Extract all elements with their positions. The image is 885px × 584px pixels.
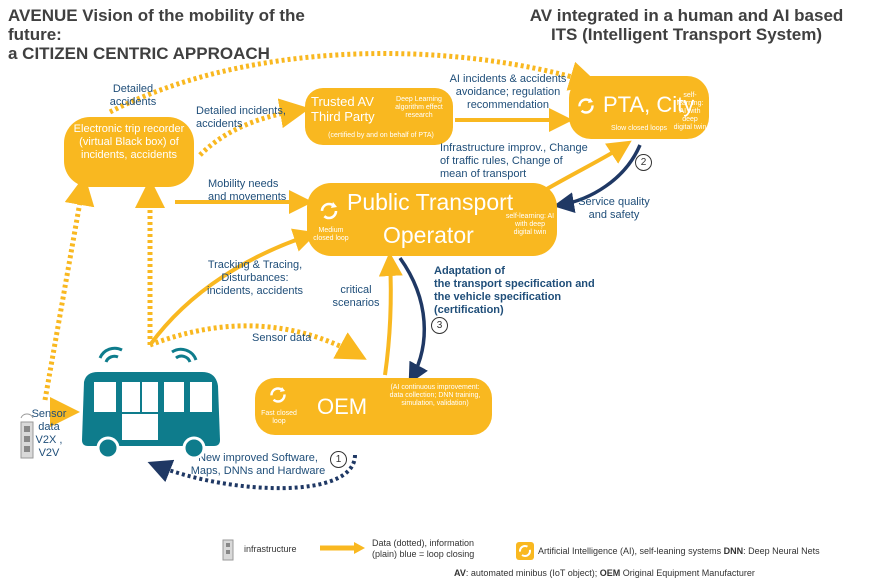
loop-number-3: 3	[431, 317, 448, 334]
legend-ai-text: Artificial Intelligence (AI), self-leani…	[538, 546, 724, 556]
label-new-improved: New improved Software, Maps, DNNs and Ha…	[190, 452, 326, 477]
legend-dnn-def: : Deep Neural Nets	[743, 546, 820, 556]
arrow-bus-to-pto	[148, 228, 318, 347]
arrow-pto-to-oem	[398, 256, 428, 385]
arrow-oem-to-pto	[378, 252, 403, 376]
pto-box: Public Transport Operator Medium closed …	[307, 183, 557, 256]
pta-slow: Slow closed loops	[610, 125, 668, 132]
right-title: AV integrated in a human and AI based IT…	[529, 6, 844, 44]
etr-label: Electronic trip recorder (virtual Black …	[73, 123, 185, 161]
trusted-title: Trusted AV Third Party	[311, 94, 375, 124]
label-service-quality: Service quality and safety	[578, 196, 650, 221]
pta-self: self-learning: AI with deep digital twin	[673, 92, 707, 131]
arrow-pta-to-pto	[553, 144, 642, 214]
arrow-bus-sensor-data	[149, 323, 367, 360]
refresh-icon	[320, 202, 338, 220]
minibus-icon	[82, 346, 220, 460]
refresh-icon	[270, 387, 286, 403]
legend-ai: Artificial Intelligence (AI), self-leani…	[538, 546, 820, 557]
legend-av-def: : automated minibus (IoT object);	[465, 568, 600, 578]
label-critical: critical scenarios	[332, 284, 380, 309]
label-sensor-data: Sensor data	[252, 332, 312, 344]
arrow-sensor-to-etr	[42, 175, 95, 401]
etr-box: Electronic trip recorder (virtual Black …	[64, 117, 194, 187]
tower-icon	[20, 413, 34, 459]
loop-number-1: 1	[330, 451, 347, 468]
tower-icon	[222, 539, 234, 561]
arrow-etr-to-pta	[108, 51, 600, 115]
arrow-etr-to-trusted	[198, 98, 310, 157]
left-title: AVENUE Vision of the mobility of the fut…	[8, 6, 305, 63]
refresh-icon	[516, 542, 534, 560]
label-detailed-accidents: Detailed accidents	[109, 83, 157, 108]
legend-oem-key: OEM	[599, 568, 621, 578]
trusted-box: Trusted AV Third Party Deep Learning alg…	[305, 88, 453, 145]
pto-title-line2: Operator	[383, 222, 474, 248]
label-infra-improv: Infrastructure improv., Change of traffi…	[440, 142, 588, 180]
arrow-oem-to-bus	[147, 454, 357, 491]
label-tracking: Tracking & Tracing, Disturbances: incide…	[207, 259, 303, 297]
label-detailed-incidents: Detailed incidents, accidents	[196, 105, 286, 130]
pta-box: PTA, City self-learning: AI with deep di…	[569, 76, 709, 139]
pta-title: PTA, City	[603, 92, 695, 117]
legend-oem-def: Original Equipment Manufacturer	[620, 568, 755, 578]
legend-dnn-key: DNN	[723, 546, 744, 556]
refresh-icon	[578, 98, 594, 114]
pto-title-line1: Public Transport	[347, 189, 514, 215]
oem-ai: (AI continuous improvement: data collect…	[389, 384, 481, 407]
legend-data-info: Data (dotted), information (plain) blue …	[372, 538, 475, 559]
label-ai-incidents: AI incidents & accidents avoidance; regu…	[449, 73, 567, 111]
label-adaptation: Adaptation of the transport specificatio…	[434, 265, 595, 316]
arrow-right-icon	[320, 542, 365, 554]
oem-fast: Fast closed loop	[261, 410, 297, 425]
loop-number-2: 2	[635, 154, 652, 171]
label-mobility-needs: Mobility needs and movements	[208, 178, 287, 203]
pto-medium: Medium closed loop	[313, 227, 349, 242]
legend-infrastructure: infrastructure	[244, 544, 297, 554]
label-sensor-v2x: Sensor data V2X , V2V	[31, 408, 67, 459]
legend-av-oem: AV: automated minibus (IoT object); OEM …	[454, 568, 755, 579]
trusted-cert: (certified by and on behalf of PTA)	[328, 132, 434, 139]
oem-title: OEM	[317, 394, 368, 419]
arrow-pto-to-pta	[544, 140, 632, 192]
oem-box: OEM Fast closed loop (AI continuous impr…	[255, 378, 492, 435]
trusted-dl: Deep Learning algorithm effect research	[395, 96, 443, 119]
pto-self: self-learning: AI with deep digital twin	[505, 213, 555, 236]
legend-av-key: AV	[454, 568, 466, 578]
